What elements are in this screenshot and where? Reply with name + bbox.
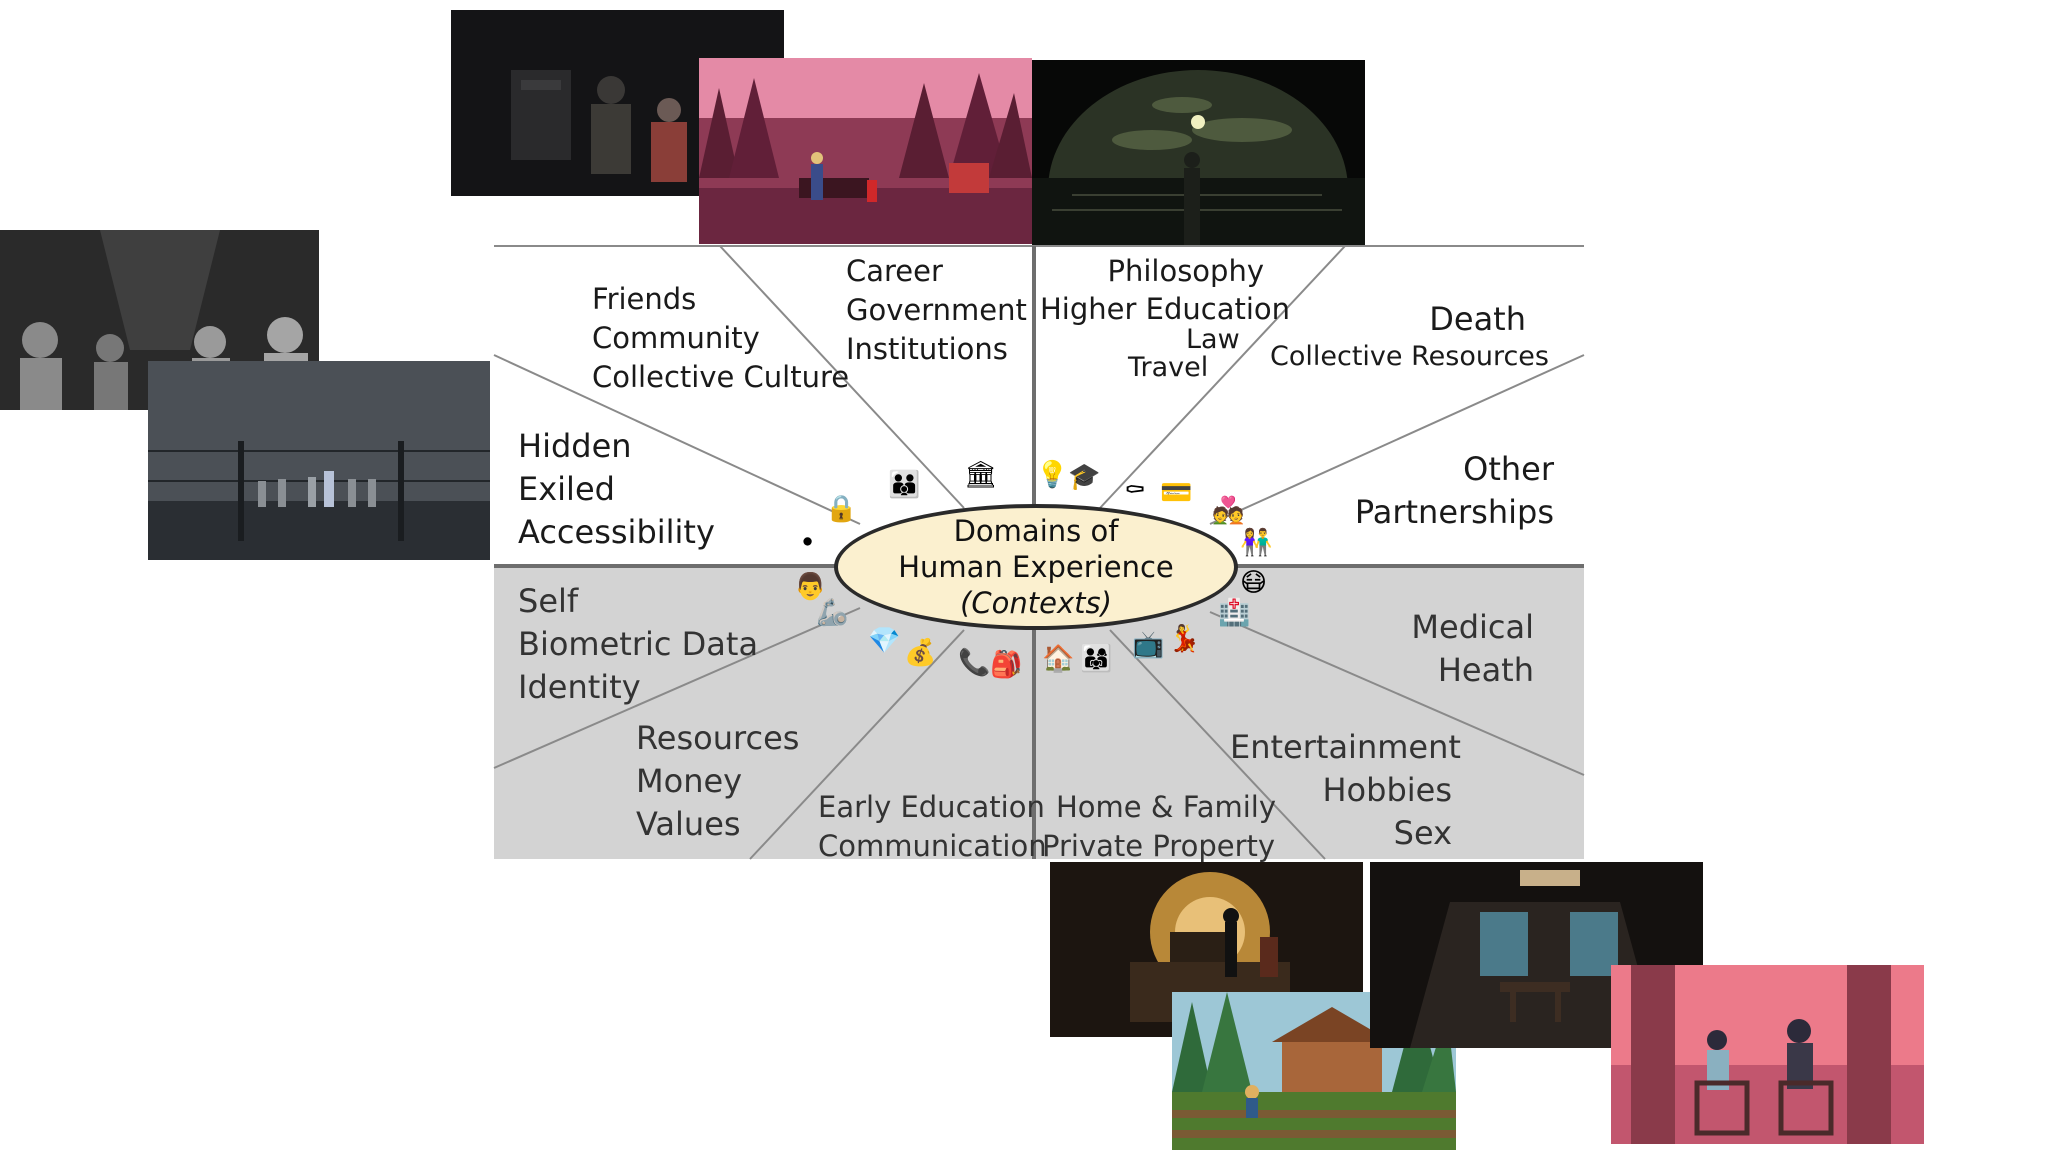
center-ellipse: Domains of Human Experience (Contexts) [834, 504, 1238, 630]
label-resources: Resources Money Values [636, 719, 800, 843]
dancer-icon: 💃 [1168, 624, 1201, 654]
moneybag-icon: 💰 [904, 638, 937, 668]
label-philosophy: Philosophy Higher Education [1040, 254, 1291, 326]
label-self: Self Biometric Data Identity [518, 582, 759, 706]
label-death: Death Collective Resources [1270, 300, 1549, 372]
backpack-icon: 🎒 [990, 650, 1023, 680]
label-medical: Medical Heath [1411, 608, 1534, 689]
center-line-1: Domains of [953, 513, 1119, 548]
screenshot-pink-sunset [1611, 965, 1924, 1144]
label-hidden: Hidden Exiled Accessibility [518, 427, 715, 551]
center-line-2: Human Experience [898, 549, 1174, 584]
prosthetic-icon: 🦾 [816, 598, 849, 628]
label-entertainment: Entertainment Hobbies Sex [1230, 728, 1461, 852]
label-other: Other Partnerships [1354, 450, 1554, 531]
gem-icon: 💎 [868, 626, 901, 656]
card-icon: 💳 [1160, 478, 1193, 508]
graduation-icon: 🎓 [1068, 462, 1101, 492]
coffin-icon: ⚰ [1124, 476, 1146, 506]
center-line-3: (Contexts) [960, 586, 1112, 621]
phone-icon: 📞 [958, 648, 991, 678]
government-icon: 🏛 [964, 460, 998, 490]
couple-icon: 💑 [1212, 496, 1245, 526]
label-law: Law [1186, 324, 1240, 355]
lock-icon: 🔒 [825, 494, 858, 524]
divider-line [719, 245, 965, 509]
divider-line [493, 607, 861, 769]
people-icon: 👪 [888, 470, 921, 500]
house-icon: 🏠 [1042, 644, 1075, 674]
person-icon: 👨 [794, 572, 827, 602]
screenshot-red-forest [699, 58, 1032, 244]
group-icon: 👫 [1240, 528, 1273, 558]
label-friends: Friends Community Collective Culture [592, 282, 850, 394]
hospital-icon: 🏥 [1218, 598, 1251, 628]
divider-line [1209, 611, 1585, 776]
label-travel: Travel [1128, 352, 1209, 383]
tv-icon: 📺 [1132, 630, 1165, 660]
screenshot-moon-sea [1032, 60, 1365, 246]
divider-line [1099, 245, 1346, 509]
label-career: Career Government Institutions [846, 254, 1027, 366]
mask-icon: 😷 [1240, 568, 1268, 598]
screenshot-night-fence [148, 361, 490, 560]
label-early-education: Early Education Communication [818, 790, 1047, 863]
idea-icon: 💡 [1036, 460, 1069, 490]
family-icon: 👨‍👩‍👧 [1080, 644, 1113, 674]
label-home-family: Home & Family Private Property [1042, 790, 1277, 863]
hole-icon: ⚫ [800, 532, 816, 553]
divider-line [1109, 629, 1326, 860]
divider-line [749, 629, 965, 860]
divider-line [493, 354, 861, 525]
divider-line [1209, 354, 1585, 525]
